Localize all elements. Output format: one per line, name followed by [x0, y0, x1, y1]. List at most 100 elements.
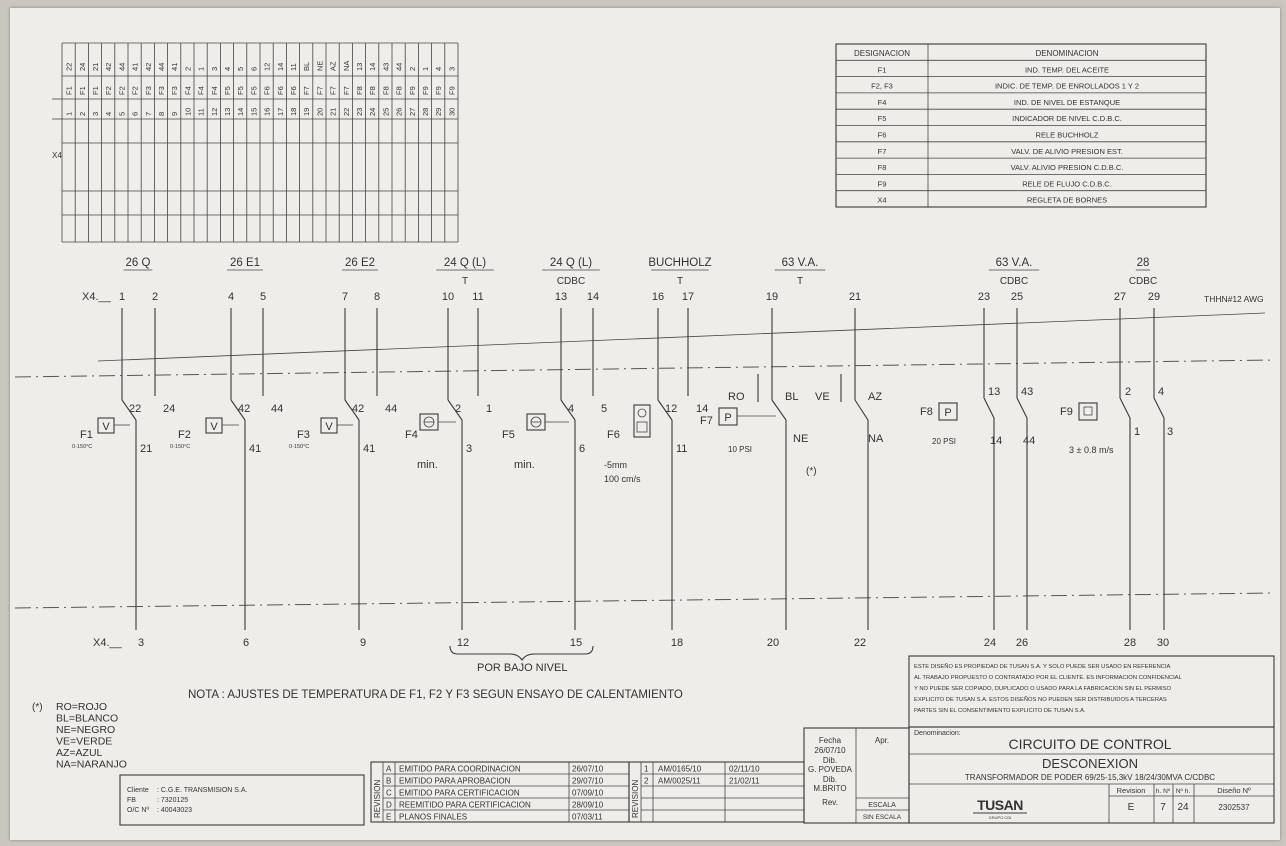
escala-label: ESCALA [868, 802, 896, 809]
contact-label: 14 [696, 403, 708, 415]
strip-cell-pin: 21 [91, 63, 100, 71]
terminal-top: 4 [228, 291, 234, 303]
strip-cell-pin: 5 [236, 67, 245, 71]
strip-cell-device: F7 [342, 86, 351, 95]
terminal-top: 17 [682, 291, 694, 303]
terminal-bottom: 24 [984, 637, 996, 649]
terminal-top: 2 [152, 291, 158, 303]
revision-letter: E [386, 813, 391, 822]
wire-note: THHN#12 AWG [1204, 294, 1264, 304]
strip-cell-pin: 44 [395, 63, 404, 71]
strip-cell-pin: 2 [183, 67, 192, 71]
strip-cell-pin: 41 [131, 63, 140, 71]
strip-cell-pin: AZ [329, 61, 338, 71]
device-note: min. [514, 459, 535, 471]
contact-label: 44 [271, 403, 283, 415]
strip-cell-pin: 41 [170, 63, 179, 71]
legend-denomination: RELE BUCHHOLZ [1036, 131, 1099, 140]
terminal-top: 1 [119, 291, 125, 303]
contact-label: 12 [665, 403, 677, 415]
strip-cell-number: 2 [78, 112, 87, 116]
switch-blade [344, 399, 360, 421]
buchholz-symbol [633, 404, 651, 438]
group-title: 24 Q (L) [550, 257, 592, 269]
legend-denomination: VALV. DE ALIVIO PRESION EST. [1011, 147, 1123, 156]
device-symbol: P [724, 412, 731, 424]
contact-label: 2 [455, 403, 461, 415]
strip-cell-number: 20 [315, 108, 324, 116]
contact-label: 13 [988, 386, 1000, 398]
legend-designation: X4 [877, 196, 886, 205]
terminal-top: 25 [1011, 291, 1023, 303]
strip-cell-device: F8 [355, 86, 364, 95]
switch-blade [983, 397, 995, 419]
strip-cell-pin: BL [302, 62, 311, 71]
thermometer-symbol [97, 417, 115, 434]
brace [449, 645, 594, 661]
strip-cell-device: F6 [263, 86, 272, 95]
strip-cell-device: F8 [381, 86, 390, 95]
strip-cell-number: 15 [249, 108, 258, 116]
revision-side-label: REVISION [631, 780, 640, 818]
strip-cell-number: 14 [236, 108, 245, 116]
strip-cell-number: 26 [395, 108, 404, 116]
legend-header-designacion: DESIGNACION [854, 49, 910, 58]
cable-line [97, 312, 1266, 362]
x4-bottom-label: X4.__ [93, 637, 123, 649]
device-note: 3 ± 0.8 m/s [1069, 445, 1114, 455]
color-entry: AZ=AZUL [56, 747, 103, 759]
contact-label: RO [728, 391, 745, 403]
terminal-top: 8 [374, 291, 380, 303]
contact-label: 44 [385, 403, 397, 415]
revision-description: EMITIDO PARA CERTIFICACION [399, 789, 520, 798]
strip-cell-pin: 1 [197, 67, 206, 71]
terminal-top: 19 [766, 291, 778, 303]
client-value: : C.G.E. TRANSMISION S.A. [157, 787, 248, 794]
contact-label: 21 [140, 443, 152, 455]
group-title: 63 V.A. [782, 257, 819, 269]
strip-cell-device: F8 [368, 86, 377, 95]
revision-letter: A [386, 765, 392, 774]
strip-cell-pin: 12 [263, 63, 272, 71]
legend-denomination: IND. DE NIVEL DE ESTANQUE [1014, 98, 1120, 107]
switch-blade [121, 399, 137, 421]
strip-cell-device: F4 [197, 86, 206, 95]
brace-label: POR BAJO NIVEL [477, 662, 567, 674]
device-tag: F5 [502, 429, 515, 441]
strip-cell-device: F9 [408, 86, 417, 95]
device-tag: F6 [607, 429, 620, 441]
strip-cell-pin: 44 [157, 63, 166, 71]
sheet-label: h. Nº [1156, 788, 1171, 795]
strip-cell-device: F5 [223, 86, 232, 95]
contact-label: 43 [1021, 386, 1033, 398]
revision-side-label: REVISION [373, 780, 382, 818]
revision-date: 21/02/11 [729, 777, 760, 786]
total-sheets-label: Nº h. [1176, 788, 1190, 795]
group-subtitle: CDBC [557, 276, 585, 287]
strip-cell-pin: 42 [144, 63, 153, 71]
drawing-subtitle: DESCONEXION [1042, 756, 1138, 771]
terminal-bottom: 28 [1124, 637, 1136, 649]
title-box [908, 726, 1275, 824]
device-symbol: P [944, 407, 951, 419]
disclaimer-line: AL TRABAJO PROPUESTO O CONTRATADO POR EL… [914, 675, 1183, 681]
legend-designation: F7 [878, 147, 887, 156]
color-entry: RO=ROJO [56, 701, 107, 713]
circuit-wiring [121, 308, 1165, 630]
device-tag: F3 [297, 429, 310, 441]
contact-label: 41 [363, 443, 375, 455]
contact-label: 4 [1158, 386, 1164, 398]
strip-cell-pin: 11 [289, 63, 298, 71]
strip-cell-pin: 2 [408, 67, 417, 71]
legend-designation: F5 [878, 114, 887, 123]
legend-denomination: INDIC. DE TEMP. DE ENROLLADOS 1 Y 2 [995, 82, 1139, 91]
group-subtitle: T [462, 276, 468, 287]
contact-label: 3 [1167, 426, 1173, 438]
client-value: : 7320125 [157, 797, 188, 804]
strip-cell-device: F4 [183, 86, 192, 95]
